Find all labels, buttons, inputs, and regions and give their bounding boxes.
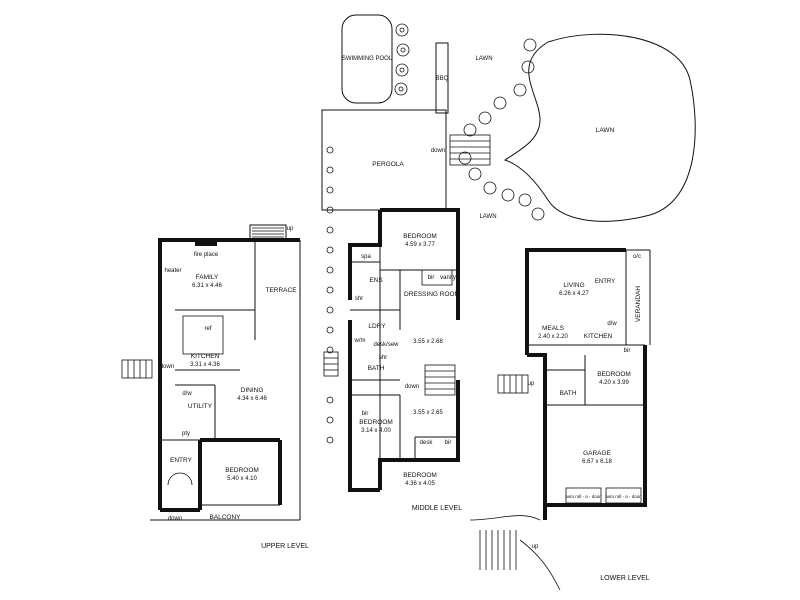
ldry-label: LDRY — [368, 323, 386, 330]
lower-level-title: LOWER LEVEL — [600, 575, 650, 582]
spa-label: spa — [361, 254, 371, 260]
pool-shrubs — [394, 23, 410, 96]
upper-entry-label: ENTRY — [170, 457, 193, 464]
upper-level-title: UPPER LEVEL — [261, 543, 309, 550]
middle-bedroom1-name: BEDROOM — [403, 233, 437, 240]
auto-door-1-label: auto roll - a - door — [565, 494, 601, 499]
family-room-size: 6.31 x 4.46 — [192, 283, 222, 289]
kitchen-island — [182, 315, 224, 355]
down-steps-label: down — [431, 148, 445, 154]
bbq-label: BBQ — [436, 76, 449, 82]
lower-up-bottom-label: up — [532, 544, 539, 550]
upper-bedroom-size: 5.40 x 4.10 — [227, 476, 257, 482]
upper-kitchen-name: KITCHEN — [191, 353, 220, 360]
garden-shrubs — [458, 38, 545, 221]
garage-name: GARAGE — [583, 450, 611, 457]
area1-size: 3.55 x 2.68 — [413, 339, 443, 345]
lawn-right-label: LAWN — [596, 127, 615, 134]
utility-label: UTILITY — [188, 403, 213, 410]
upper-bedroom-name: BEDROOM — [225, 467, 259, 474]
lower-path-steps — [469, 515, 561, 591]
lower-kitchen-label: KITCHEN — [584, 333, 613, 340]
balcony-label: BALCONY — [209, 514, 241, 521]
middle-level-walls — [348, 208, 460, 492]
living-room-name: LIVING — [563, 282, 584, 289]
upper-level-walls — [150, 224, 301, 521]
lawn-outline — [503, 33, 696, 222]
garage-size: 6.67 x 6.18 — [582, 459, 612, 465]
washing-machine-label: w/m — [354, 338, 366, 344]
bath-shower-label: shr — [379, 355, 387, 361]
lawn-bottom-label: LAWN — [479, 214, 496, 220]
lower-oc-label: o/c — [633, 254, 641, 260]
middle-bedroom3-size: 4.36 x 4.05 — [405, 481, 435, 487]
ens-label: ENS — [369, 277, 383, 284]
balcony-down-label: down — [168, 516, 182, 522]
lower-bedroom-size: 4.20 x 3.99 — [599, 380, 629, 386]
pergola: PERGOLA — [321, 109, 447, 211]
pergola-label: PERGOLA — [372, 161, 404, 168]
middle-stairs — [424, 364, 456, 396]
lower-up-top-label: up — [528, 381, 535, 387]
dining-room-name: DINING — [241, 387, 264, 394]
upper-side-steps — [121, 359, 153, 379]
desk-label: desk — [420, 440, 434, 446]
up-terrace-label: up — [287, 226, 294, 232]
middle-level-title: MIDDLE LEVEL — [412, 505, 462, 512]
middle-bath-label: BATH — [368, 365, 385, 372]
bir-label: bir — [428, 275, 435, 281]
lower-bir-label: bir — [624, 348, 631, 354]
family-room-name: FAMILY — [196, 274, 219, 281]
middle-side-steps — [323, 351, 339, 377]
garden-steps — [449, 134, 491, 166]
ens-shower-label: shr — [355, 296, 363, 302]
living-room-size: 6.26 x 4.27 — [559, 291, 589, 297]
dining-room-size: 4.34 x 6.46 — [237, 396, 267, 402]
pergola-columns — [326, 146, 334, 444]
bir2-label: bir — [362, 411, 369, 417]
upper-down-label: down — [160, 364, 174, 370]
vanity-label: vanity — [440, 275, 456, 281]
terrace-label: TERRACE — [265, 287, 297, 294]
verandah-label: VERANDAH — [635, 286, 642, 322]
bir3-label: bir — [445, 440, 452, 446]
middle-bedroom3-name: BEDROOM — [403, 472, 437, 479]
dressing-room-label: DRESSING ROOM — [404, 291, 460, 298]
bbq-area: BBQ — [435, 42, 449, 114]
ref-label: ref — [204, 326, 211, 332]
lower-level-walls — [525, 248, 651, 520]
middle-down-label: down — [405, 384, 419, 390]
entry-doors — [167, 472, 193, 486]
meals-name: MEALS — [542, 325, 565, 332]
lawn-top-label: LAWN — [475, 56, 492, 62]
area2-size: 3.55 x 2.65 — [413, 410, 443, 416]
desk-sew-label: desk/sew — [373, 342, 399, 348]
fire-place-label: fire place — [194, 252, 219, 258]
upper-kitchen-size: 3.31 x 4.36 — [190, 362, 220, 368]
lower-bath-label: BATH — [560, 390, 577, 397]
pantry-label: pty — [182, 431, 190, 437]
middle-bedroom2-name: BEDROOM — [359, 419, 393, 426]
swimming-pool-label: SWIMMING POOL — [342, 56, 393, 62]
lower-bedroom-name: BEDROOM — [597, 371, 631, 378]
middle-bedroom2-size: 3.14 x 4.00 — [361, 428, 391, 434]
lower-entry-label: ENTRY — [595, 279, 615, 285]
upper-terrace-steps — [252, 227, 284, 238]
lower-entry-steps — [497, 374, 529, 394]
middle-bedroom1-size: 4.59 x 3.77 — [405, 242, 435, 248]
lower-dw-label: d/w — [607, 321, 617, 327]
meals-size: 2.40 x 2.20 — [538, 334, 568, 340]
auto-door-2-label: auto roll - a - door — [605, 494, 641, 499]
dishwasher-label: d/w — [182, 391, 192, 397]
heater-label: heater — [164, 268, 181, 274]
swimming-pool: SWIMMING POOL — [341, 14, 393, 104]
